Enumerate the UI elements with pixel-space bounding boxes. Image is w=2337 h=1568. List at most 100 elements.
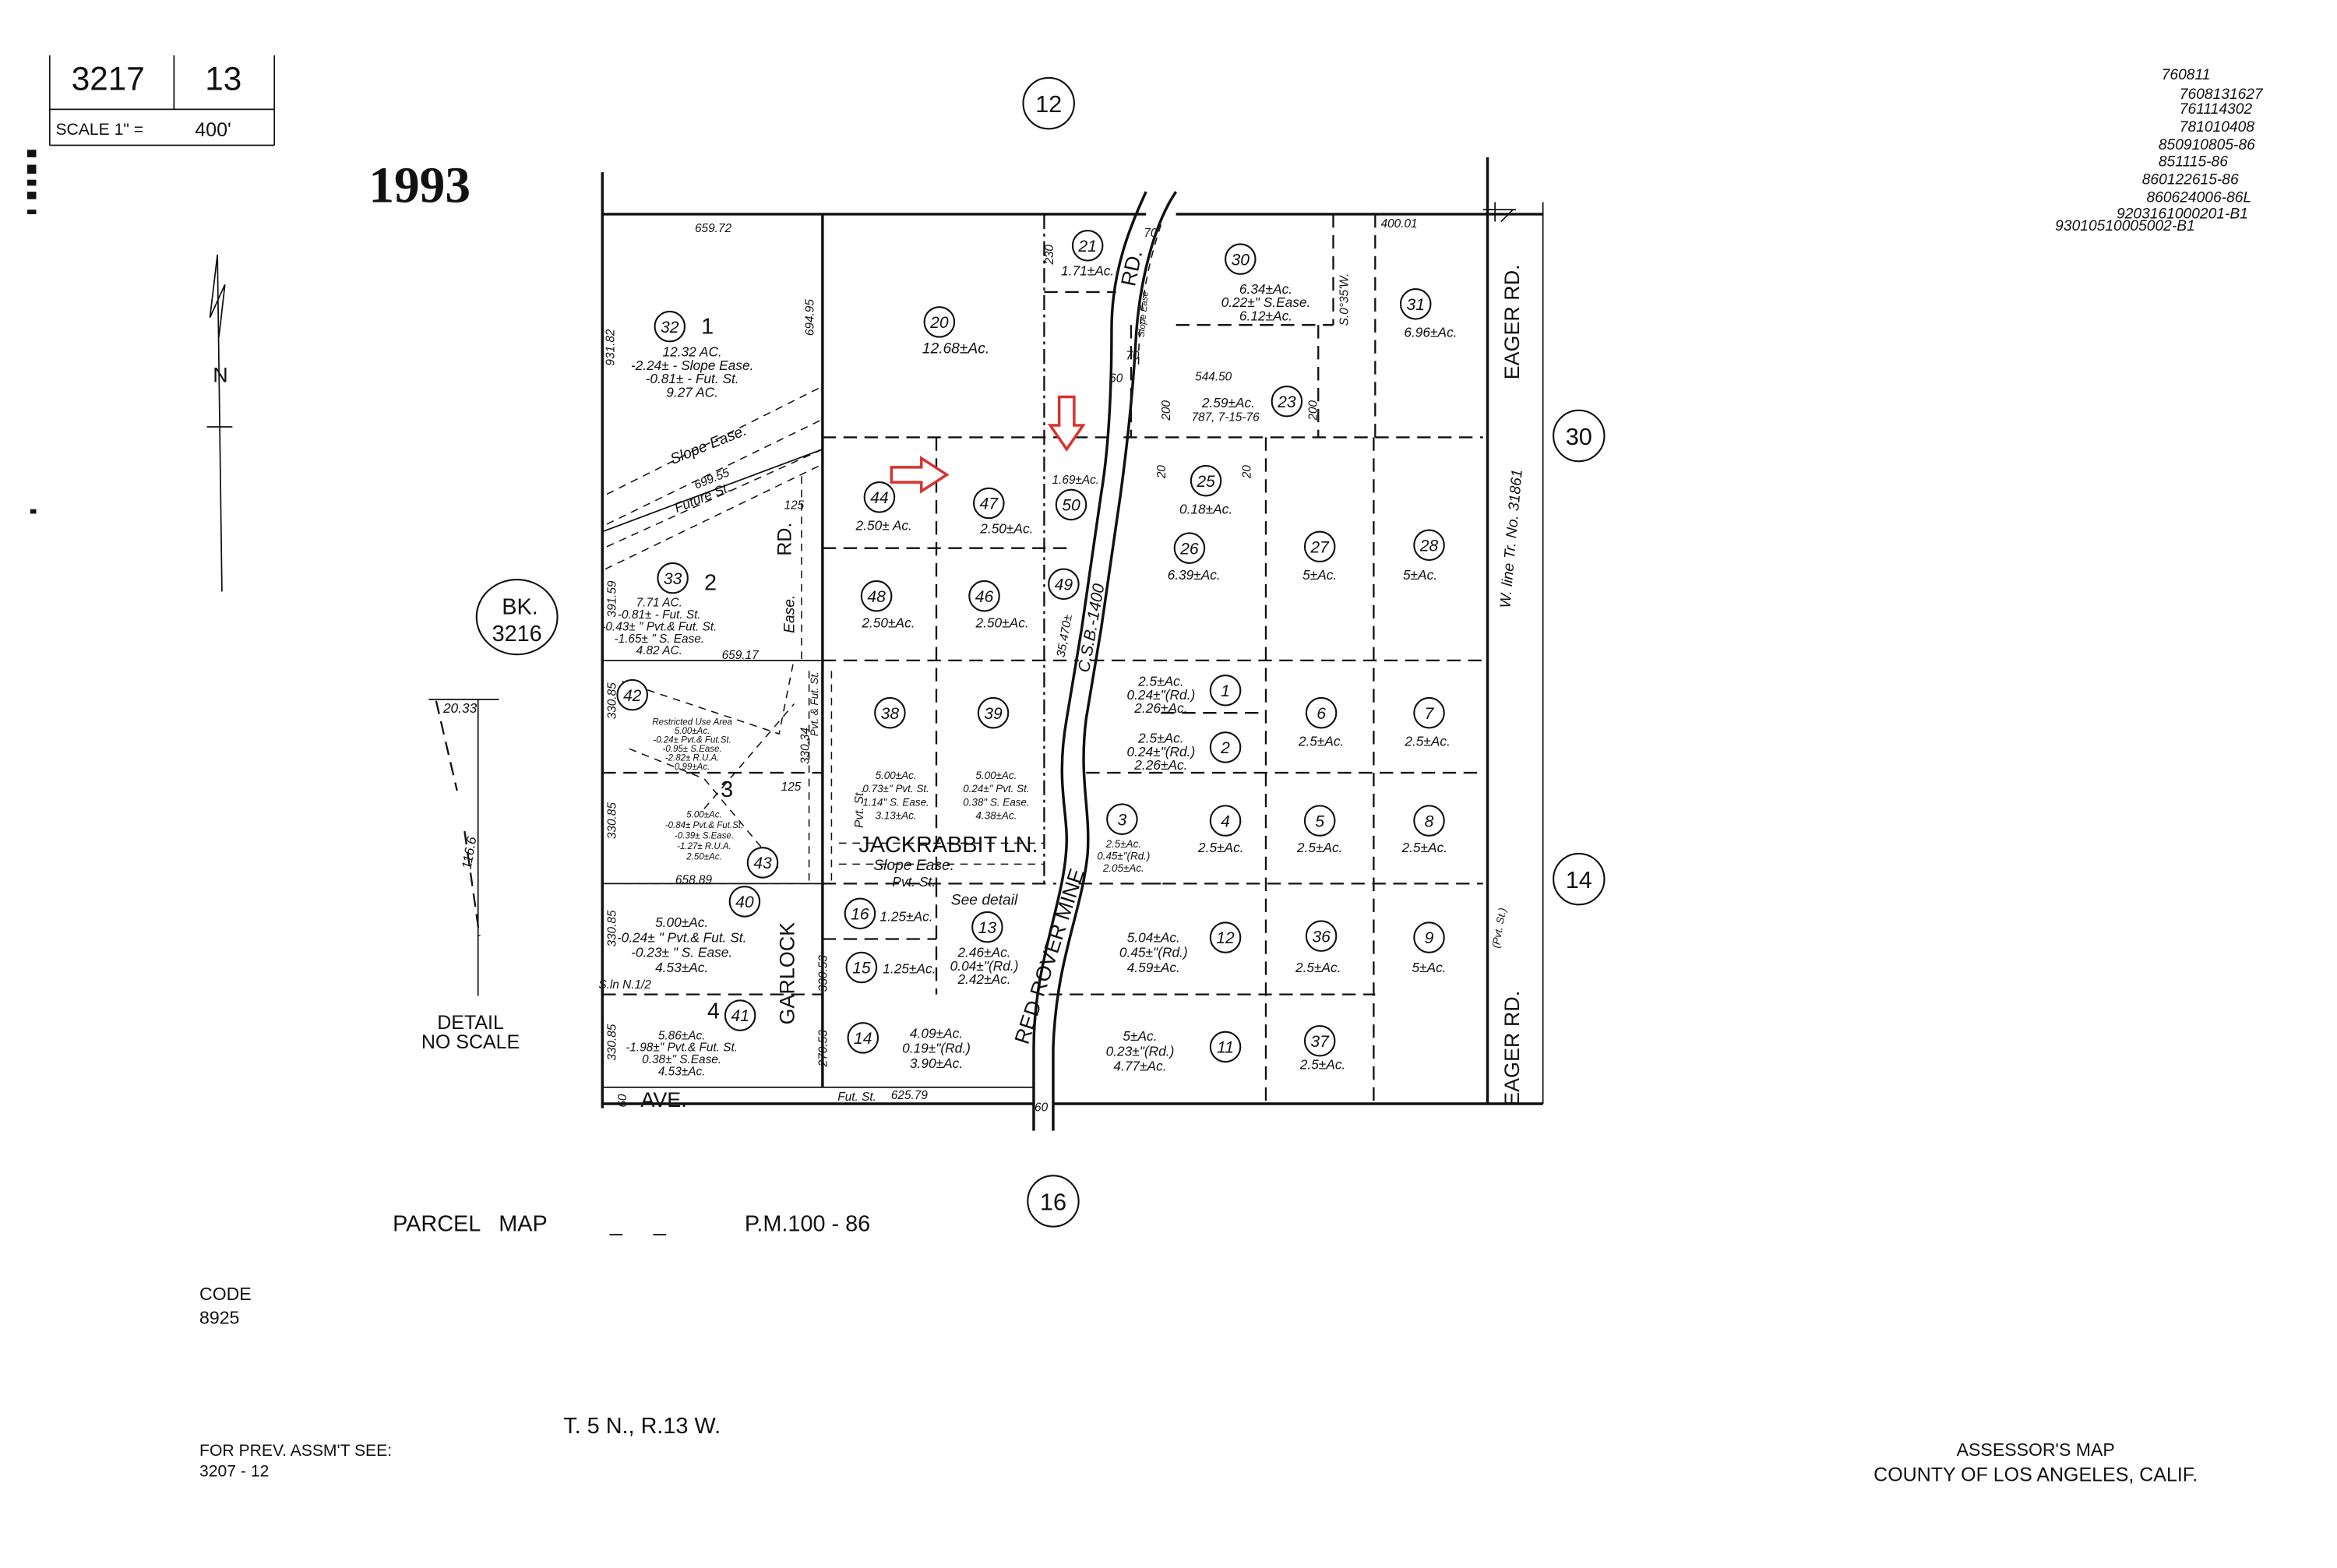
- parcel-number[interactable]: 23: [1277, 393, 1296, 411]
- parcel-number[interactable]: 43: [753, 854, 772, 872]
- parcel-number[interactable]: 15: [852, 960, 871, 978]
- parcel-number[interactable]: 31: [1406, 296, 1425, 314]
- parcel-number[interactable]: 30: [1232, 251, 1250, 269]
- parcel-number[interactable]: 28: [1419, 537, 1439, 555]
- parcel-acreage: -2.24± - Slope Ease.: [631, 358, 754, 373]
- parcel-38[interactable]: 385.00±Ac.0.73±" Pvt. St.1.14" S. Ease.3…: [862, 696, 929, 822]
- parcel-number[interactable]: 32: [661, 319, 679, 337]
- parcel-number[interactable]: 14: [854, 1030, 872, 1048]
- adjacent-map-right-upper[interactable]: 30: [1566, 423, 1592, 450]
- adjacent-book-number[interactable]: 3216: [492, 622, 542, 647]
- parcel-31[interactable]: 31 6.96±Ac.: [1399, 288, 1458, 340]
- parcel-27[interactable]: 275±Ac.: [1302, 530, 1337, 583]
- parcel-number[interactable]: 2: [1220, 739, 1230, 757]
- parcel-25[interactable]: 250.18±Ac.: [1179, 464, 1232, 517]
- parcel-number[interactable]: 27: [1309, 538, 1330, 556]
- adjacent-map-bottom[interactable]: 16: [1040, 1188, 1066, 1215]
- parcel-number-circle: [1190, 464, 1222, 497]
- parcel-number[interactable]: 47: [980, 495, 999, 513]
- parcel-26[interactable]: 266.39±Ac.: [1168, 532, 1221, 583]
- parcel-46[interactable]: 462.50±Ac.: [968, 580, 1029, 631]
- parcel-number[interactable]: 3: [1118, 811, 1127, 829]
- parcel-number[interactable]: 46: [975, 588, 994, 606]
- parcel-9[interactable]: 95±Ac.: [1412, 921, 1447, 975]
- parcel-number[interactable]: 50: [1062, 497, 1080, 515]
- block-number: 3: [721, 777, 733, 802]
- parcel-28[interactable]: 285±Ac.: [1403, 529, 1445, 583]
- parcel-map-ref[interactable]: P.M.100 - 86: [745, 1211, 870, 1236]
- parcel-44[interactable]: 442.50± Ac.: [855, 481, 912, 534]
- parcel-number[interactable]: 39: [984, 705, 1003, 723]
- parcel-number[interactable]: 16: [851, 905, 869, 923]
- parcel-5[interactable]: 52.5±Ac.: [1296, 805, 1343, 855]
- parcel-number[interactable]: 36: [1312, 928, 1331, 946]
- parcel-number[interactable]: 38: [881, 705, 900, 723]
- parcel-49[interactable]: 49: [1048, 568, 1080, 601]
- parcel-39[interactable]: 395.00±Ac.0.24±" Pvt. St.0.38" S. Ease.4…: [963, 696, 1030, 822]
- parcel-number[interactable]: 12: [1216, 929, 1235, 947]
- parcel-acreage: 12.32 AC.: [662, 344, 721, 360]
- parcel-number[interactable]: 33: [664, 570, 682, 588]
- parcel-23[interactable]: 232.59±Ac.: [1201, 385, 1303, 418]
- parcel-36[interactable]: 362.5±Ac.: [1295, 920, 1341, 975]
- parcel-number[interactable]: 41: [731, 1007, 749, 1025]
- dimension-label: 270.53: [817, 1030, 830, 1067]
- parcel-number[interactable]: 8: [1425, 812, 1434, 830]
- parcel-40[interactable]: 405.00±Ac.-0.24± " Pvt.& Fut. St.-0.23± …: [617, 886, 761, 975]
- parcel-number[interactable]: 5: [1315, 812, 1324, 830]
- parcel-acreage: 0.73±" Pvt. St.: [862, 783, 929, 795]
- parcel-number[interactable]: 13: [978, 919, 997, 937]
- parcel-number[interactable]: 4: [1221, 812, 1230, 830]
- parcel-6[interactable]: 62.5±Ac.: [1298, 696, 1345, 749]
- parcel-37[interactable]: 372.5±Ac.: [1299, 1024, 1346, 1073]
- parcel-1[interactable]: 12.5±Ac.0.24±"(Rd.)2.26±Ac.: [1127, 674, 1242, 717]
- parcel-11[interactable]: 115±Ac.0.23±"(Rd.)4.77±Ac.: [1106, 1028, 1242, 1074]
- parcel-48[interactable]: 482.50±Ac.: [860, 580, 915, 631]
- parcel-number[interactable]: 1: [1221, 682, 1230, 700]
- parcel-number[interactable]: 25: [1196, 473, 1215, 491]
- parcel-number[interactable]: 7: [1425, 705, 1435, 723]
- parcel-number[interactable]: 9: [1425, 929, 1434, 947]
- parcel-50[interactable]: 501.69±Ac.: [1052, 474, 1100, 521]
- parcel-number[interactable]: 11: [1217, 1039, 1234, 1057]
- parcel-number[interactable]: 49: [1055, 576, 1073, 594]
- parcel-number[interactable]: 44: [870, 489, 889, 507]
- dimension-label: 60: [1109, 372, 1123, 385]
- parcel-4[interactable]: 42.5±Ac.: [1197, 805, 1244, 855]
- parcel-number[interactable]: 6: [1317, 705, 1326, 723]
- parcel-12[interactable]: 125.04±Ac.0.45±"(Rd.)4.59±Ac.: [1119, 921, 1242, 975]
- parcel-41[interactable]: 415.86±Ac.-1.98±" Pvt.& Fut. St.0.38±" S…: [626, 999, 756, 1078]
- handwritten-ref: 851115-86: [2159, 153, 2228, 170]
- parcel-map-blanks: _ _: [609, 1211, 667, 1236]
- parcel-number[interactable]: 48: [867, 588, 886, 606]
- parcel-acreage: 6.96±Ac.: [1404, 325, 1457, 340]
- parcel-30[interactable]: 306.34±Ac.0.22±" S.Ease.6.12±Ac.: [1221, 243, 1311, 323]
- parcel-2[interactable]: 22.5±Ac.0.24±"(Rd.)2.26±Ac.: [1127, 731, 1242, 773]
- parcel-3[interactable]: 32.5±Ac.0.45±"(Rd.)2.05±Ac.: [1097, 803, 1150, 874]
- dimension-label: 330.85: [606, 1024, 619, 1060]
- parcel-33[interactable]: 337.71 AC.-0.81± - Fut. St.-0.43± " Pvt.…: [601, 562, 717, 657]
- parcel-number[interactable]: 26: [1179, 540, 1199, 558]
- parcel-13[interactable]: 132.46±Ac.0.04±"(Rd.)2.42±Ac.: [950, 911, 1019, 987]
- parcel-7[interactable]: 72.5±Ac.: [1404, 696, 1450, 749]
- parcel-number[interactable]: 20: [929, 314, 949, 332]
- adjacent-map-right-lower[interactable]: 14: [1566, 866, 1592, 893]
- parcel-number[interactable]: 37: [1310, 1033, 1330, 1051]
- parcel-47[interactable]: 472.50±Ac.: [972, 487, 1033, 537]
- parcel-number[interactable]: 40: [735, 893, 754, 911]
- parcel-21[interactable]: 211.71±Ac.: [1061, 230, 1114, 279]
- prev-assessment-ref[interactable]: 3207 - 12: [199, 1463, 269, 1481]
- adjacent-map-top[interactable]: 12: [1035, 90, 1062, 118]
- parcel-number[interactable]: 21: [1077, 238, 1097, 255]
- parcel-number-circle: [1225, 243, 1257, 275]
- parcel-8[interactable]: 82.5±Ac.: [1401, 805, 1448, 855]
- parcel-acreage: 0.45±"(Rd.): [1097, 851, 1150, 862]
- parcel-number[interactable]: 42: [623, 687, 642, 705]
- parcel-43[interactable]: 435.00±Ac.-0.84± Pvt.& Fut.St.-0.39± S.E…: [665, 811, 779, 879]
